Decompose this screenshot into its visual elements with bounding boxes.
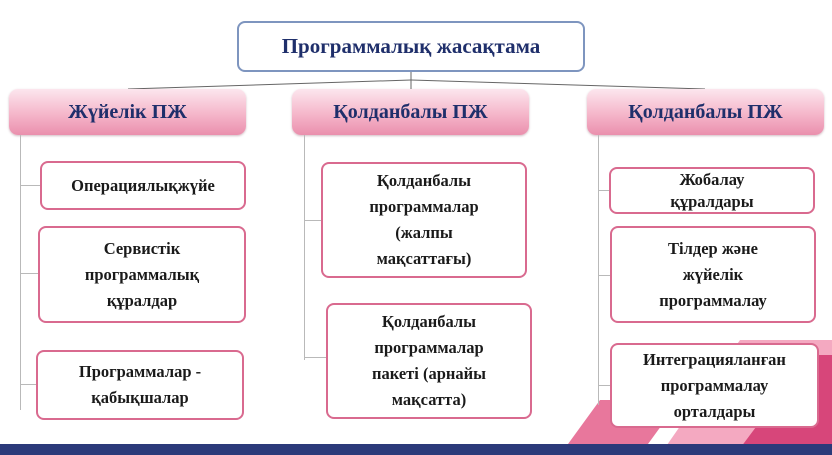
node-service-tools: Сервистік программалық құралдар — [38, 226, 246, 323]
node-label: Программалар - қабықшалар — [78, 362, 202, 407]
column-header-application-2: Қолданбалы ПЖ — [587, 89, 824, 135]
column-header-system: Жүйелік ПЖ — [9, 89, 246, 135]
root-label: Программалық жасақтама — [281, 34, 541, 58]
node-label: Қолданбалы программалар (жалпы мақсаттағ… — [369, 171, 479, 268]
column-header-label: Қолданбалы ПЖ — [333, 100, 488, 123]
column-3-tick-3 — [598, 385, 610, 386]
column-2-tick-2 — [304, 357, 326, 358]
bottom-bar — [0, 444, 832, 455]
node-integrated-environments: Интеграцияланған программалау орталдары — [610, 343, 819, 428]
node-general-applications: Қолданбалы программалар (жалпы мақсаттағ… — [321, 162, 527, 278]
column-1-tick-3 — [20, 384, 36, 385]
column-1-spine — [20, 135, 21, 410]
node-label: Интеграцияланған программалау орталдары — [643, 349, 786, 421]
column-header-label: Жүйелік ПЖ — [68, 100, 187, 123]
column-2-tick-1 — [304, 220, 321, 221]
node-operating-system: Операциялықжүйе — [40, 161, 246, 210]
node-label: Тілдер және жүйелік программалау — [659, 238, 767, 310]
column-2-spine — [304, 135, 305, 360]
column-header-label: Қолданбалы ПЖ — [628, 100, 783, 123]
column-3-tick-1 — [598, 190, 609, 191]
node-label: Операциялықжүйе — [71, 175, 215, 195]
column-1-tick-2 — [20, 273, 38, 274]
node-languages-system-programming: Тілдер және жүйелік программалау — [610, 226, 816, 323]
column-3-spine — [598, 135, 599, 405]
node-label: Сервистік программалық құралдар — [84, 238, 200, 310]
column-1-tick-1 — [20, 185, 40, 186]
root-node: Программалық жасақтама — [237, 21, 585, 72]
node-label: Қолданбалы программалар пакеті (арнайы м… — [371, 312, 487, 409]
node-design-tools: Жобалау құралдары — [609, 167, 815, 214]
node-label: Жобалау құралдары — [670, 169, 754, 211]
node-application-packages: Қолданбалы программалар пакеті (арнайы м… — [326, 303, 532, 419]
node-program-shells: Программалар - қабықшалар — [36, 350, 244, 420]
column-3-tick-2 — [598, 275, 610, 276]
connector-left — [127, 79, 412, 90]
column-header-application: Қолданбалы ПЖ — [292, 89, 529, 135]
connector-right — [410, 79, 706, 90]
